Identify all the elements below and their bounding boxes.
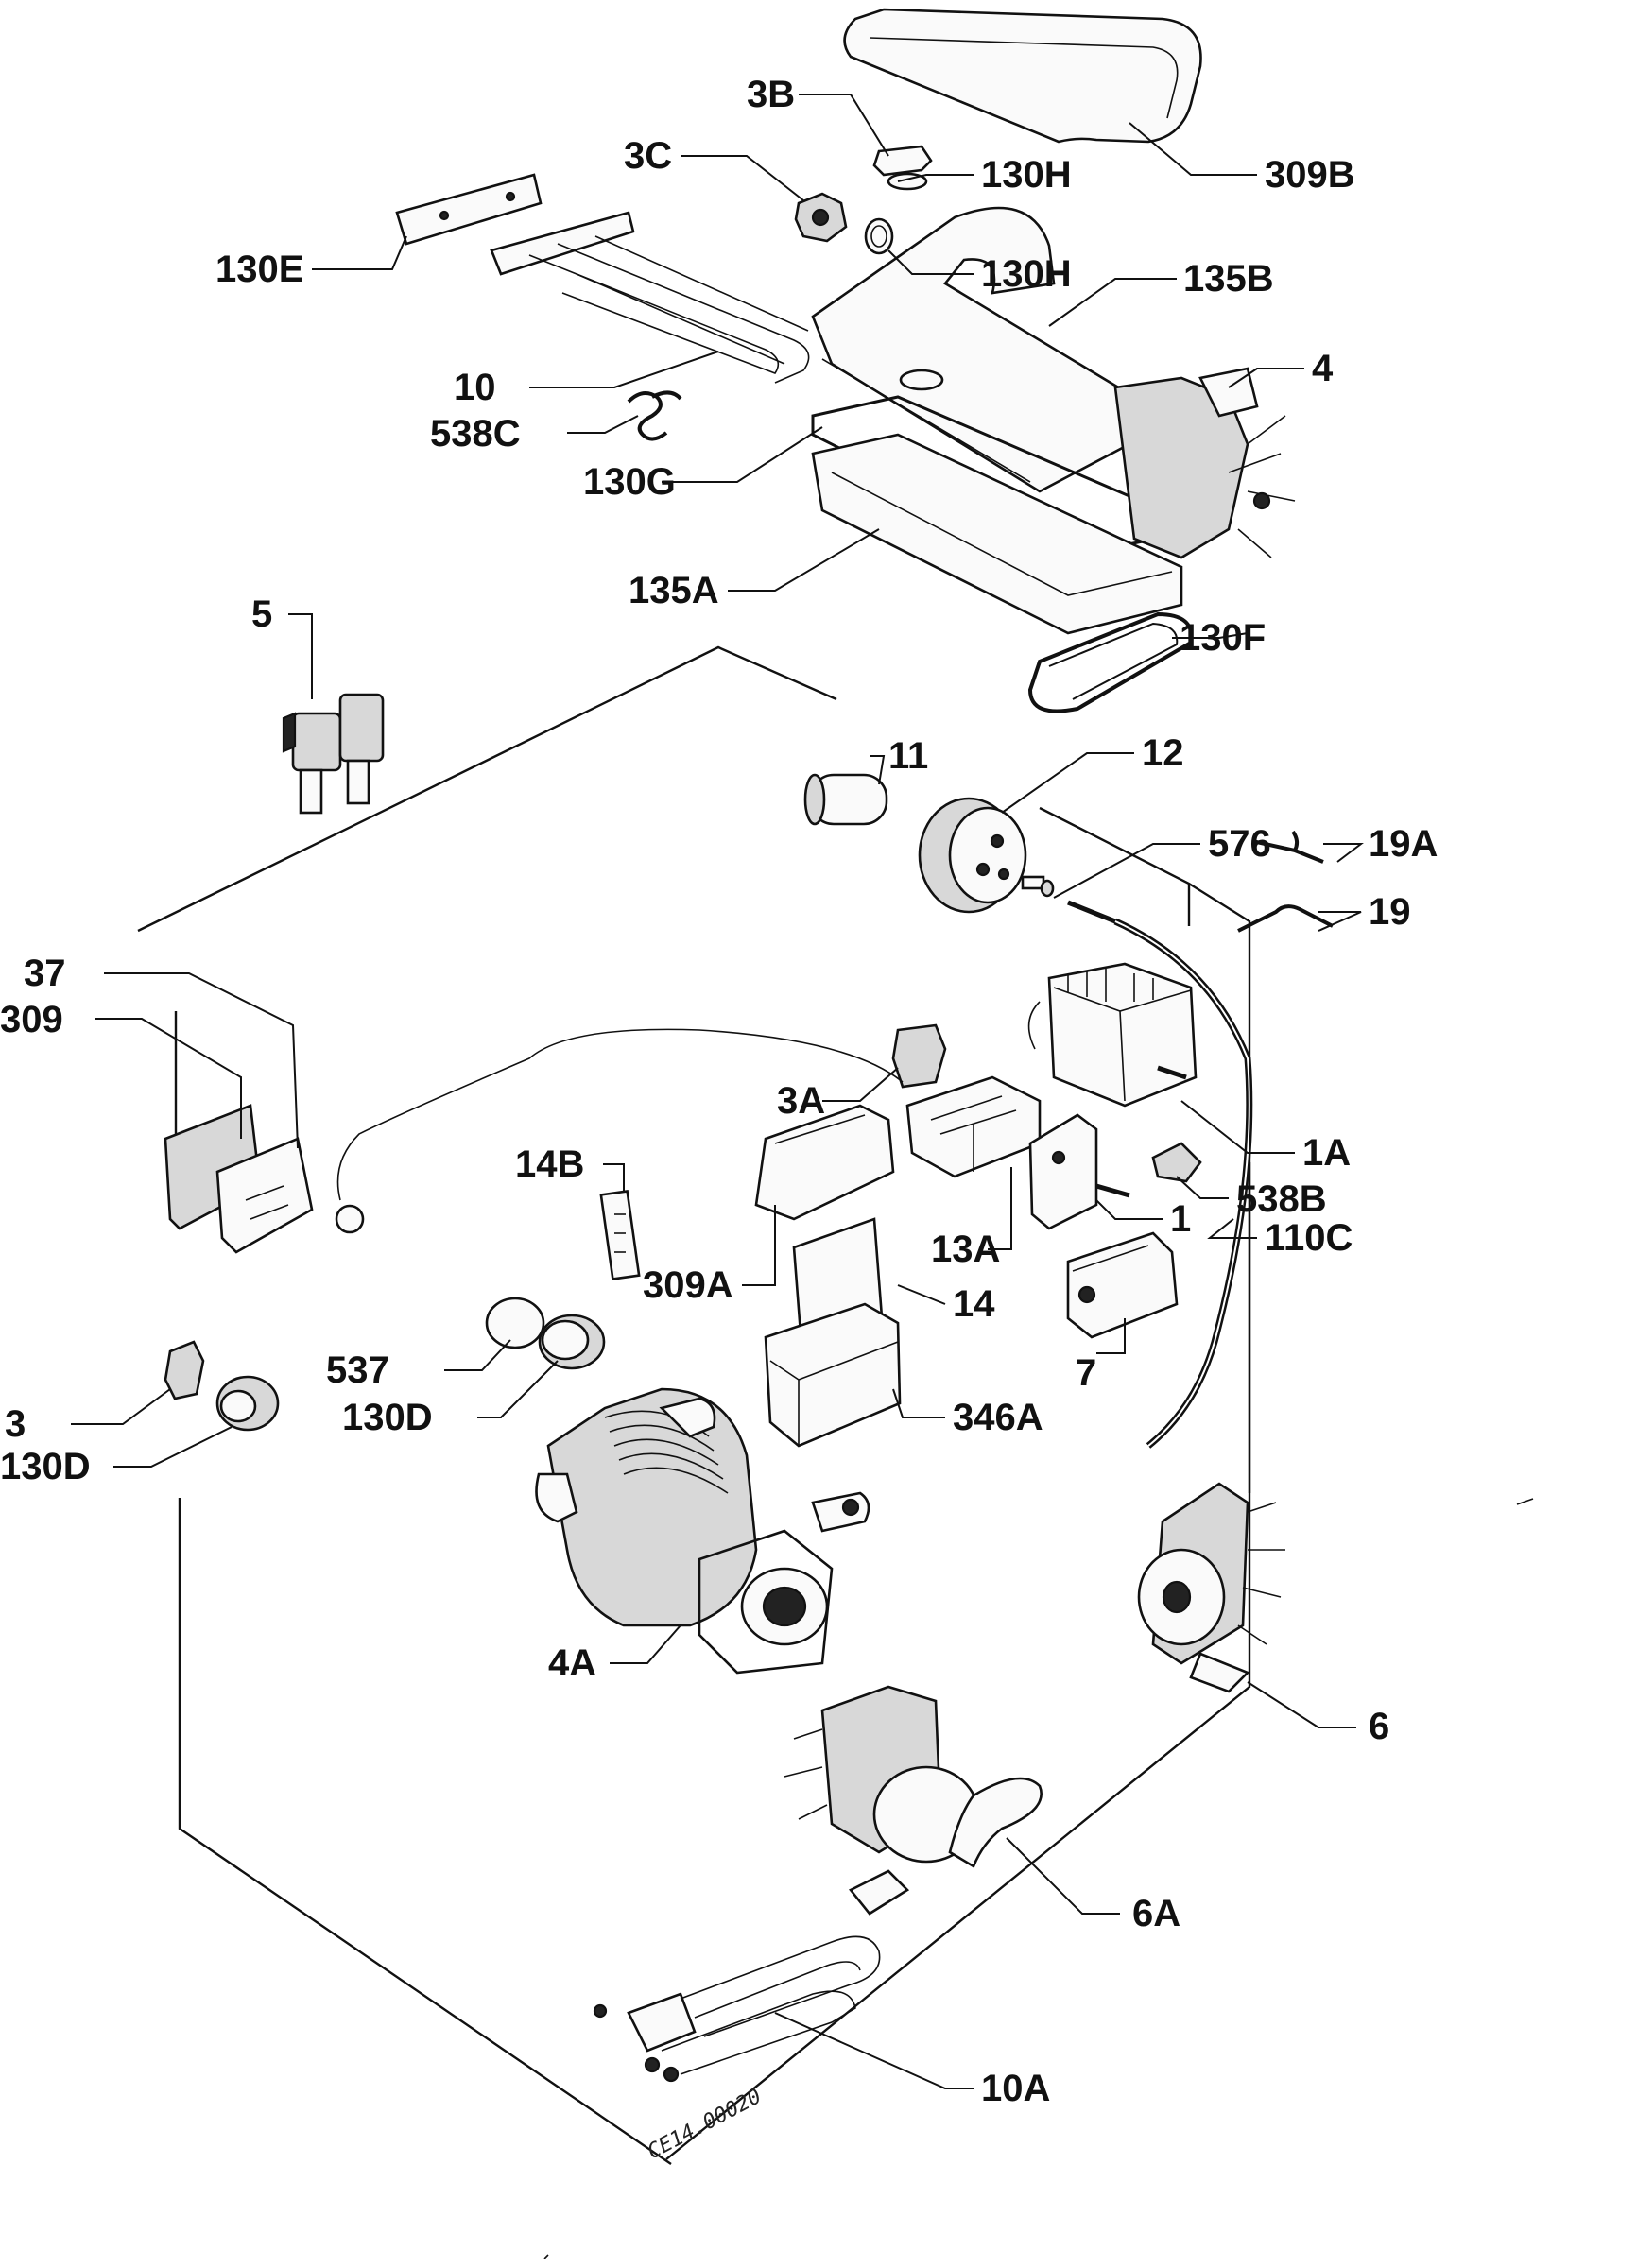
bracket-130e-part [395,173,543,246]
selector-switch-1-part [1028,1113,1130,1230]
label-135a: 135A [629,570,719,611]
water-valve-5-part [282,693,385,815]
label-130f: 130F [1180,617,1266,659]
label-14: 14 [953,1283,995,1325]
gasket-130f-part [1027,611,1194,713]
label-12: 12 [1142,732,1184,774]
capacitor-11-part [803,773,888,826]
label-309: 309 [0,999,63,1040]
stray-mark [1516,1498,1534,1505]
top-cover-part [843,8,1202,144]
pulley-12-part [918,797,1045,914]
label-309a: 309A [643,1264,733,1306]
label-309b: 309B [1265,154,1355,196]
label-3c: 3C [624,135,672,177]
drain-pump-6-part [1137,1482,1285,1693]
leader-lines [71,94,1364,2089]
label-110c: 110C [1265,1217,1353,1259]
drawing-code: CE14.00020 [644,2085,766,2164]
label-538c: 538C [430,413,521,455]
stray-mark [543,2254,549,2259]
grommet-130d-part [538,1314,606,1370]
cover-309a-part [754,1104,895,1221]
control-module-309-part [164,1104,314,1254]
hose-110c-part [1113,918,1253,1449]
thermostat-3c-part [794,192,848,243]
label-3: 3 [5,1403,26,1445]
label-6: 6 [1369,1706,1389,1747]
shaft-576-part [1040,879,1116,924]
label-346a: 346A [953,1397,1043,1438]
label-538b: 538B [1236,1178,1327,1220]
label-37: 37 [24,953,66,994]
thermostat-3a-part [335,1023,947,1234]
thermostat-3b-part [872,145,933,191]
air-duct-135a-part [811,433,1183,635]
thermostat-3-part [164,1340,205,1400]
rod-19-part [1237,904,1334,933]
label-14b: 14B [515,1143,584,1185]
label-19a: 19A [1369,823,1438,865]
door-lock-7-part [1066,1231,1179,1339]
grommet-130d-left-part [215,1375,280,1432]
label-7: 7 [1076,1352,1096,1394]
label-10: 10 [454,367,496,408]
heating-element-10a-part [593,1935,881,2083]
label-576: 576 [1208,823,1271,865]
cap-537-part [485,1297,545,1349]
label-19: 19 [1369,891,1411,933]
gasket-ring-130h-part [864,217,894,255]
label-130d-left: 130D [0,1446,91,1487]
label-130e: 130E [215,249,303,290]
drive-motor-4a-part [535,1387,870,1675]
label-4: 4 [1312,348,1334,389]
label-13a: 13A [931,1228,1000,1270]
programme-timer-1a-part [1027,962,1198,1108]
housing-346a-part [764,1302,902,1448]
label-11: 11 [888,735,928,777]
label-130h-lower: 130H [981,253,1072,295]
part-labels: 309B 3B 3C 130H 130H 130E 135B 10 4 538C… [0,74,1438,2109]
label-130g: 130G [583,461,676,503]
connector-14b-part [599,1190,641,1280]
clip-538b-part [1151,1142,1202,1183]
cabinet-outline [137,645,1251,2165]
fan-motor-4-part [1113,367,1296,559]
label-130d-middle: 130D [342,1397,433,1438]
label-5: 5 [251,593,272,635]
label-10a: 10A [981,2068,1050,2109]
drain-pump-6a-part [784,1685,1043,1916]
label-1a: 1A [1302,1132,1351,1174]
label-537: 537 [326,1349,389,1391]
switch-13a-part [905,1075,1042,1178]
heating-element-10-part [490,211,810,384]
label-1: 1 [1170,1198,1191,1240]
label-6a: 6A [1132,1893,1180,1934]
air-duct-135b-part [811,206,1136,493]
clip-538c-part [627,390,682,441]
label-3a: 3A [777,1080,825,1122]
label-4a: 4A [548,1642,596,1684]
label-135b: 135B [1183,258,1274,300]
label-3b: 3B [747,74,795,115]
rod-19a-part [1251,830,1324,864]
label-130h-upper: 130H [981,154,1072,196]
